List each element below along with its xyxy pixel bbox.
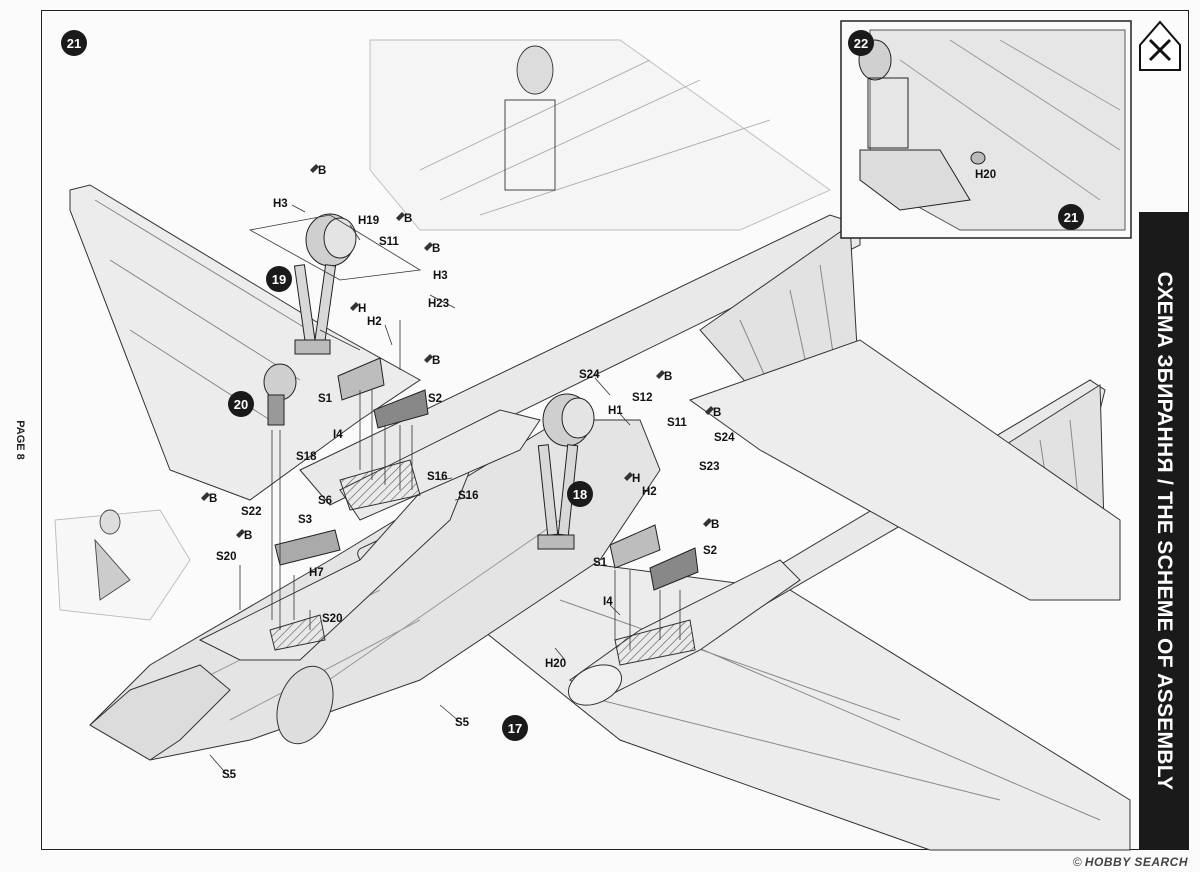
label-s5-bottom-mid: S5 — [455, 717, 470, 729]
step-19-circle — [266, 266, 292, 292]
step-17-label: 17 — [508, 721, 522, 736]
left-engine-nacelle — [198, 469, 471, 661]
gear-assembly-18 — [537, 393, 595, 550]
paint-callout-b-4: B — [424, 354, 440, 367]
svg-text:B: B — [318, 165, 326, 177]
inset-detail-top — [369, 39, 831, 231]
label-s5-bottom-left: S5 — [222, 769, 237, 781]
step-21-label: 21 — [67, 36, 81, 51]
label-s18: S18 — [296, 451, 317, 463]
label-s24-right: S24 — [714, 432, 735, 444]
step-17-circle — [502, 715, 528, 741]
leader-lines — [209, 204, 631, 779]
step-22-circle — [848, 30, 874, 56]
paint-callout-b-1: B — [310, 164, 326, 177]
copyright-symbol: © — [1072, 855, 1082, 869]
label-h3-top: H3 — [273, 198, 288, 210]
label-s16-a: S16 — [427, 471, 447, 483]
svg-text:B: B — [244, 530, 252, 542]
label-h2-right: H2 — [642, 486, 657, 498]
step-21b-label: 21 — [1064, 210, 1078, 225]
label-s24-left: S24 — [579, 369, 600, 381]
svg-text:H: H — [358, 303, 366, 315]
step-22-label: 22 — [854, 36, 868, 51]
paint-callout-b-9: B — [703, 518, 719, 531]
gear-assembly-19 — [293, 213, 357, 355]
step-18-circle — [567, 481, 593, 507]
label-s6: S6 — [318, 495, 332, 507]
label-s1-top: S1 — [318, 393, 333, 405]
svg-text:B: B — [432, 243, 440, 255]
paint-callout-h-1: H — [350, 302, 366, 315]
label-s16-b: S16 — [458, 490, 478, 502]
svg-text:B: B — [664, 371, 672, 383]
step-19-label: 19 — [272, 272, 286, 287]
paint-callout-b-6: B — [236, 529, 252, 542]
gear-doors — [274, 357, 699, 591]
step-21-circle — [61, 30, 87, 56]
label-s1-right: S1 — [593, 557, 608, 569]
assembly-lines — [239, 214, 681, 650]
label-h3-right: H3 — [433, 270, 448, 282]
paint-callout-b-2: B — [396, 212, 412, 225]
paint-callout-h-2: H — [624, 472, 640, 485]
step-20-circle — [228, 391, 254, 417]
svg-text:H: H — [632, 473, 640, 485]
label-h20-inset: H20 — [975, 169, 996, 181]
label-s11-top: S11 — [379, 236, 399, 248]
label-h1: H1 — [608, 405, 623, 417]
label-s2-top: S2 — [428, 393, 442, 405]
label-s11-right: S11 — [667, 417, 687, 429]
paint-callout-b-3: B — [424, 242, 440, 255]
watermark: © HOBBY SEARCH — [1073, 855, 1188, 869]
paint-callout-b-5: B — [201, 492, 217, 505]
step-markers: 21 22 21 19 20 18 17 — [61, 30, 1084, 741]
horizontal-stabilizer — [688, 339, 1121, 601]
step-18-label: 18 — [573, 487, 587, 502]
label-i4-top: I4 — [333, 429, 343, 441]
title-sidebar: СХЕМА ЗБИРАННЯ / THE SCHEME OF ASSEMBLY — [1139, 212, 1189, 850]
label-s20-left: S20 — [216, 551, 236, 563]
label-s20-mid: S20 — [322, 613, 342, 625]
watermark-brand: HOBBY SEARCH — [1084, 855, 1188, 869]
step-20-label: 20 — [234, 397, 248, 412]
svg-text:B: B — [209, 493, 217, 505]
label-h20-main: H20 — [545, 658, 566, 670]
svg-text:B: B — [404, 213, 412, 225]
label-h2-top: H2 — [367, 316, 382, 328]
paint-callout-b-8: B — [705, 406, 721, 419]
svg-text:B: B — [713, 407, 721, 419]
aircraft-drawing — [69, 184, 1131, 851]
svg-text:B: B — [432, 355, 440, 367]
right-wing — [469, 559, 1131, 851]
modelsvit-logo — [1139, 20, 1181, 71]
nose — [89, 664, 231, 761]
label-s12: S12 — [632, 392, 652, 404]
label-s3: S3 — [298, 514, 312, 526]
step-21b-circle — [1058, 204, 1084, 230]
label-s2-right: S2 — [703, 545, 717, 557]
label-s23: S23 — [699, 461, 719, 473]
paint-callouts: B B B H B B B B B H B — [201, 164, 721, 542]
label-i4-right: I4 — [603, 596, 613, 608]
label-h19: H19 — [358, 215, 379, 227]
paint-callout-b-7: B — [656, 370, 672, 383]
label-h23: H23 — [428, 298, 449, 310]
inset-detail-left — [54, 509, 191, 621]
label-s22: S22 — [241, 506, 261, 518]
label-h7: H7 — [309, 567, 324, 579]
gear-assembly-20 — [263, 363, 297, 426]
svg-text:B: B — [711, 519, 719, 531]
inset-step-22 — [840, 20, 1132, 239]
